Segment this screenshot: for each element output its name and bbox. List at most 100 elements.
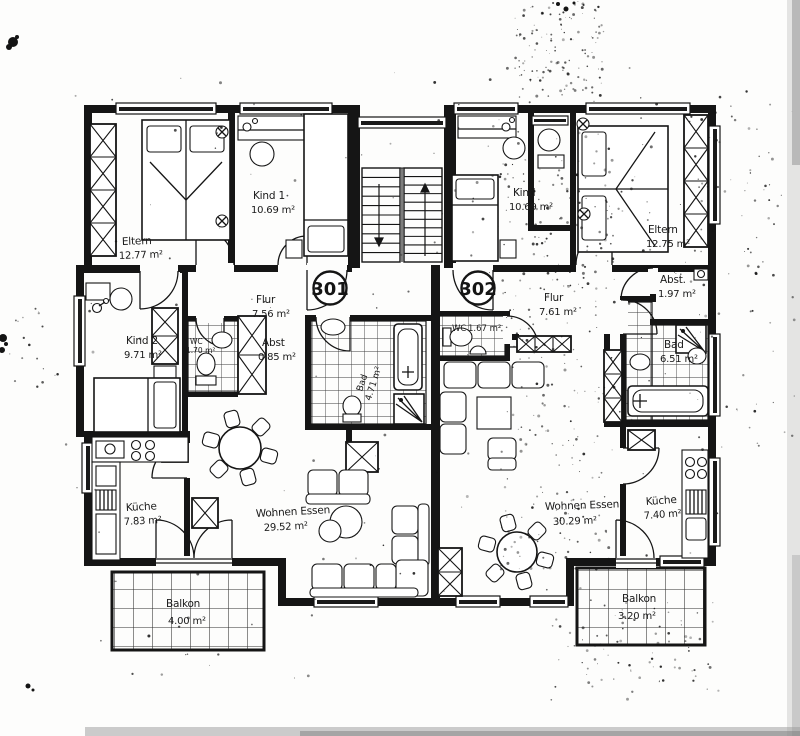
desk-kind2 <box>85 282 111 314</box>
label-wc301-area: 1.70 m² <box>186 346 215 355</box>
stair-arrow-up-icon <box>420 182 430 256</box>
bathtub-bad302 <box>627 385 709 417</box>
label-kind2-name: Kind 2 <box>126 335 158 347</box>
label-flur302-name: Flur <box>544 292 564 304</box>
windows <box>73 102 721 608</box>
shower-bad301 <box>393 393 425 425</box>
socket-icon <box>576 117 590 131</box>
window-kind302-top <box>453 102 519 115</box>
stair-arrow-down-icon <box>374 184 384 248</box>
window-eltern301-top <box>115 102 217 115</box>
cupboard-flur302-band <box>516 335 572 353</box>
label-wohnen301-name: Wohnen Essen <box>256 504 331 520</box>
window-eltern302-top <box>585 102 691 115</box>
socket-icon <box>577 207 591 221</box>
door-abst302 <box>620 267 658 301</box>
toilet-wc302 <box>442 327 473 347</box>
label-flur302-area: 7.61 m² <box>539 307 577 318</box>
cupboard-kueche301-side <box>191 497 219 529</box>
sink-bad301 <box>320 318 346 336</box>
wardrobe-eltern302 <box>683 114 709 248</box>
wardrobe-kind2 <box>151 307 179 365</box>
double-bed-eltern302 <box>577 125 669 253</box>
sofa-set-301 <box>305 469 430 598</box>
label-abst301-name: Abst <box>262 337 285 349</box>
toilet-wc301 <box>195 352 217 386</box>
door-kind2 <box>139 265 179 310</box>
cupboard-living301 <box>345 441 379 473</box>
bathtub-bad301 <box>393 323 423 391</box>
label-abst302-name: Abst. <box>660 274 686 286</box>
label-wc302-area: 1.67 m² <box>468 324 501 334</box>
label-abst301-area: 0.85 m² <box>258 352 296 363</box>
chair-kind1 <box>249 141 275 167</box>
label-eltern301-name: Eltern <box>122 235 152 248</box>
window-bad302-right <box>708 333 721 417</box>
toilet-bad301 <box>342 395 362 423</box>
dining-table-301 <box>201 409 279 487</box>
label-wohnen302-area: 30.29 m² <box>553 515 598 528</box>
sofa-corner-302 <box>439 361 545 455</box>
nightstand-kind302 <box>499 239 517 259</box>
label-balkon302-name: Balkon <box>622 593 656 605</box>
label-bad302-area: 6.51 m² <box>660 354 698 365</box>
furniture-302 <box>439 115 709 591</box>
stair-flight-up <box>403 167 443 263</box>
door-bad301 <box>315 313 351 352</box>
label-wc302-name: WC <box>452 324 466 334</box>
balcony-302 <box>575 566 707 647</box>
label-kind302-name: Kind <box>513 187 535 199</box>
bed-kind1 <box>303 113 349 257</box>
cupboard-bad302-side <box>603 349 623 423</box>
label-kueche301-name: Küche <box>126 500 157 514</box>
nightstand-kind2 <box>153 365 177 379</box>
label-flur301-area: 7.56 m² <box>252 309 290 320</box>
desk-kind1 <box>237 115 311 141</box>
nightstand-kind1 <box>285 239 303 259</box>
unit-301-number: 301 <box>311 279 349 300</box>
window-kueche301-left <box>81 442 94 494</box>
cupboard-living302-wall <box>437 547 463 597</box>
label-eltern302-name: Eltern <box>648 224 678 236</box>
label-wohnen302-name: Wohnen Essen <box>545 498 620 513</box>
kitchen-column-301 <box>91 461 121 561</box>
label-wohnen301-area: 29.52 m² <box>264 521 309 534</box>
label-kind302-area: 10.69 m² <box>509 202 553 213</box>
label-kueche302-area: 7.40 m² <box>643 508 682 522</box>
cupboard-kueche302-corner <box>627 429 656 451</box>
window-eltern302-right <box>708 125 721 225</box>
label-balkon301-area: 4.00 m² <box>168 616 206 627</box>
shaft-fixtures-302 <box>537 128 565 169</box>
kitchen-counter-301 <box>91 436 189 463</box>
armchair-302 <box>487 437 517 471</box>
chair-kind302 <box>502 136 526 160</box>
label-kueche302-name: Küche <box>645 494 677 508</box>
double-bed-eltern301 <box>141 119 231 241</box>
sink-wc301 <box>211 331 233 349</box>
wardrobe-eltern301 <box>89 123 117 257</box>
furniture-301 <box>85 113 430 598</box>
label-wc301-name: WC <box>190 337 203 346</box>
label-bad302-name: Bad <box>664 339 684 351</box>
label-kind1-name: Kind 1 <box>253 190 285 202</box>
socket-icon <box>215 214 229 228</box>
staircase <box>361 167 443 263</box>
label-balkon302-area: 3.20 m² <box>618 611 656 622</box>
unit-badge-301: 301 <box>311 270 349 306</box>
cupboard-abst301 <box>237 315 267 395</box>
label-abst302-area: 1.97 m² <box>658 289 696 300</box>
sink-wc302 <box>469 345 487 355</box>
window-kind2-left <box>73 295 86 367</box>
electrical-symbols <box>215 117 591 228</box>
window-stairwell-top <box>357 116 447 129</box>
door-balkon302 <box>615 519 656 568</box>
chair-kind2 <box>109 287 133 311</box>
socket-icon <box>215 125 229 139</box>
coffee-table-302 <box>476 396 512 430</box>
sink-bad302-left <box>629 353 651 371</box>
label-balkon301-name: Balkon <box>166 598 200 610</box>
window-living301-bottom <box>313 595 379 608</box>
window-living302-bottom-b <box>529 595 569 608</box>
